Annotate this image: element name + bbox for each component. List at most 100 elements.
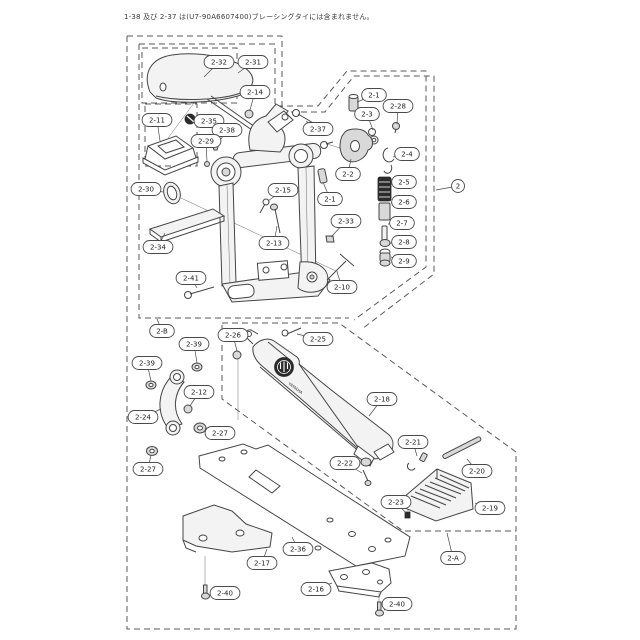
svg-text:2-24: 2-24 (135, 414, 151, 422)
svg-text:2-39: 2-39 (139, 360, 155, 368)
svg-text:2-22: 2-22 (337, 460, 353, 468)
part-label-2-22: 2-22 (329, 456, 363, 474)
group-outlines (126, 35, 517, 630)
felt-pad-drawing (142, 135, 199, 176)
anchor-bracket-drawing (182, 504, 273, 600)
svg-text:2-40: 2-40 (217, 590, 233, 598)
part-label-2-28: 2-28 (382, 99, 414, 125)
part-label-2-27: 2-27 (132, 454, 164, 476)
svg-text:2-10: 2-10 (334, 284, 350, 292)
part-label-2-13: 2-13 (258, 225, 290, 250)
svg-text:2-38: 2-38 (219, 127, 235, 135)
svg-text:2-31: 2-31 (245, 59, 261, 67)
group-2-inner (138, 43, 427, 321)
part-label-2-1: 2-1 (356, 88, 387, 103)
part-label-2: 2 (435, 179, 465, 193)
svg-text:2-28: 2-28 (390, 103, 406, 111)
part-label-2-34: 2-34 (142, 232, 174, 254)
part-label-2-41: 2-41 (175, 271, 207, 289)
svg-text:2-9: 2-9 (398, 258, 409, 266)
svg-text:2-21: 2-21 (405, 439, 421, 447)
group-2-outer (126, 35, 517, 630)
part-label-2-6: 2-6 (390, 195, 417, 209)
svg-text:2-15: 2-15 (275, 187, 291, 195)
part-label-2-17: 2-17 (246, 548, 278, 570)
svg-text:2-27: 2-27 (212, 430, 228, 438)
svg-text:2-26: 2-26 (225, 332, 241, 340)
svg-text:2-33: 2-33 (338, 218, 354, 226)
part-label-2-5: 2-5 (390, 175, 417, 189)
svg-text:2-2: 2-2 (342, 171, 353, 179)
part-label-2-38: 2-38 (211, 123, 243, 146)
part-label-2-14: 2-14 (239, 85, 271, 111)
svg-text:2-40: 2-40 (389, 601, 405, 609)
part-label-2-29: 2-29 (190, 134, 222, 163)
header-note: 1-38 及び 2-37 は(U7-90A6607400)ブレーシングタイには含… (124, 13, 374, 21)
part-label-2-18: 2-18 (366, 392, 398, 417)
part-label-2-20: 2-20 (461, 458, 493, 478)
part-label-2-9: 2-9 (390, 254, 417, 268)
part-label-2-B: 2-B (149, 318, 175, 338)
link-arm-group (145, 362, 207, 456)
ring-and-plate (148, 181, 226, 243)
part-label-2-36: 2-36 (282, 536, 314, 556)
svg-text:2-41: 2-41 (183, 275, 199, 283)
part-label-2-39: 2-39 (178, 337, 210, 364)
svg-text:2-20: 2-20 (469, 468, 485, 476)
svg-text:2-25: 2-25 (310, 336, 326, 344)
svg-text:2-6: 2-6 (398, 199, 410, 207)
part-label-2-15: 2-15 (267, 183, 299, 202)
part-label-2-21: 2-21 (397, 435, 429, 457)
svg-text:2-18: 2-18 (374, 396, 390, 404)
svg-text:2-19: 2-19 (482, 505, 498, 513)
spring-parts-column (339, 94, 400, 267)
part-label-2-12: 2-12 (183, 385, 215, 407)
part-label-2-2: 2-2 (335, 158, 361, 181)
svg-text:2-23: 2-23 (388, 499, 404, 507)
part-label-2-1: 2-1 (317, 181, 343, 206)
part-label-2-3: 2-3 (354, 107, 380, 131)
part-label-2-26: 2-26 (217, 328, 249, 352)
part-label-2-25: 2-25 (296, 332, 334, 346)
part-label-2-40: 2-40 (209, 586, 241, 600)
svg-text:2-13: 2-13 (266, 240, 282, 248)
svg-text:2-8: 2-8 (398, 239, 409, 247)
part-label-2-24: 2-24 (127, 408, 162, 424)
part-label-2-39: 2-39 (131, 356, 163, 382)
svg-text:2-14: 2-14 (247, 89, 263, 97)
svg-text:2-17: 2-17 (254, 560, 270, 568)
footboard-band-2A (221, 322, 517, 532)
heel-plate-drawing (328, 562, 392, 617)
svg-text:2-39: 2-39 (186, 341, 202, 349)
svg-text:2: 2 (456, 183, 460, 191)
part-label-2-37: 2-37 (302, 120, 334, 136)
part-label-2-27: 2-27 (204, 426, 236, 440)
part-label-2-33: 2-33 (330, 214, 362, 238)
part-label-2-10: 2-10 (326, 271, 358, 294)
heel-unit-drawing (403, 436, 482, 522)
part-label-2-4: 2-4 (392, 147, 420, 161)
svg-text:2-29: 2-29 (198, 138, 214, 146)
part-label-2-A: 2-A (440, 532, 466, 565)
svg-text:2-37: 2-37 (310, 126, 326, 134)
svg-text:2-36: 2-36 (290, 546, 306, 554)
part-label-2-40: 2-40 (381, 597, 413, 611)
felt-box (144, 103, 198, 167)
svg-text:2-5: 2-5 (398, 179, 409, 187)
svg-text:2-30: 2-30 (138, 186, 154, 194)
base-plate-drawing (198, 443, 411, 567)
svg-text:2-1: 2-1 (368, 92, 379, 100)
svg-text:2-11: 2-11 (149, 117, 165, 125)
clip-2-35 (184, 113, 196, 125)
svg-text:2-7: 2-7 (396, 220, 407, 228)
svg-text:2-16: 2-16 (308, 586, 324, 594)
svg-text:2-35: 2-35 (201, 118, 217, 126)
part-label-2-8: 2-8 (389, 235, 417, 249)
part-label-2-11: 2-11 (141, 113, 173, 142)
part-label-2-31: 2-31 (237, 55, 269, 74)
svg-text:2-32: 2-32 (211, 59, 227, 67)
part-label-2-7: 2-7 (387, 216, 415, 230)
